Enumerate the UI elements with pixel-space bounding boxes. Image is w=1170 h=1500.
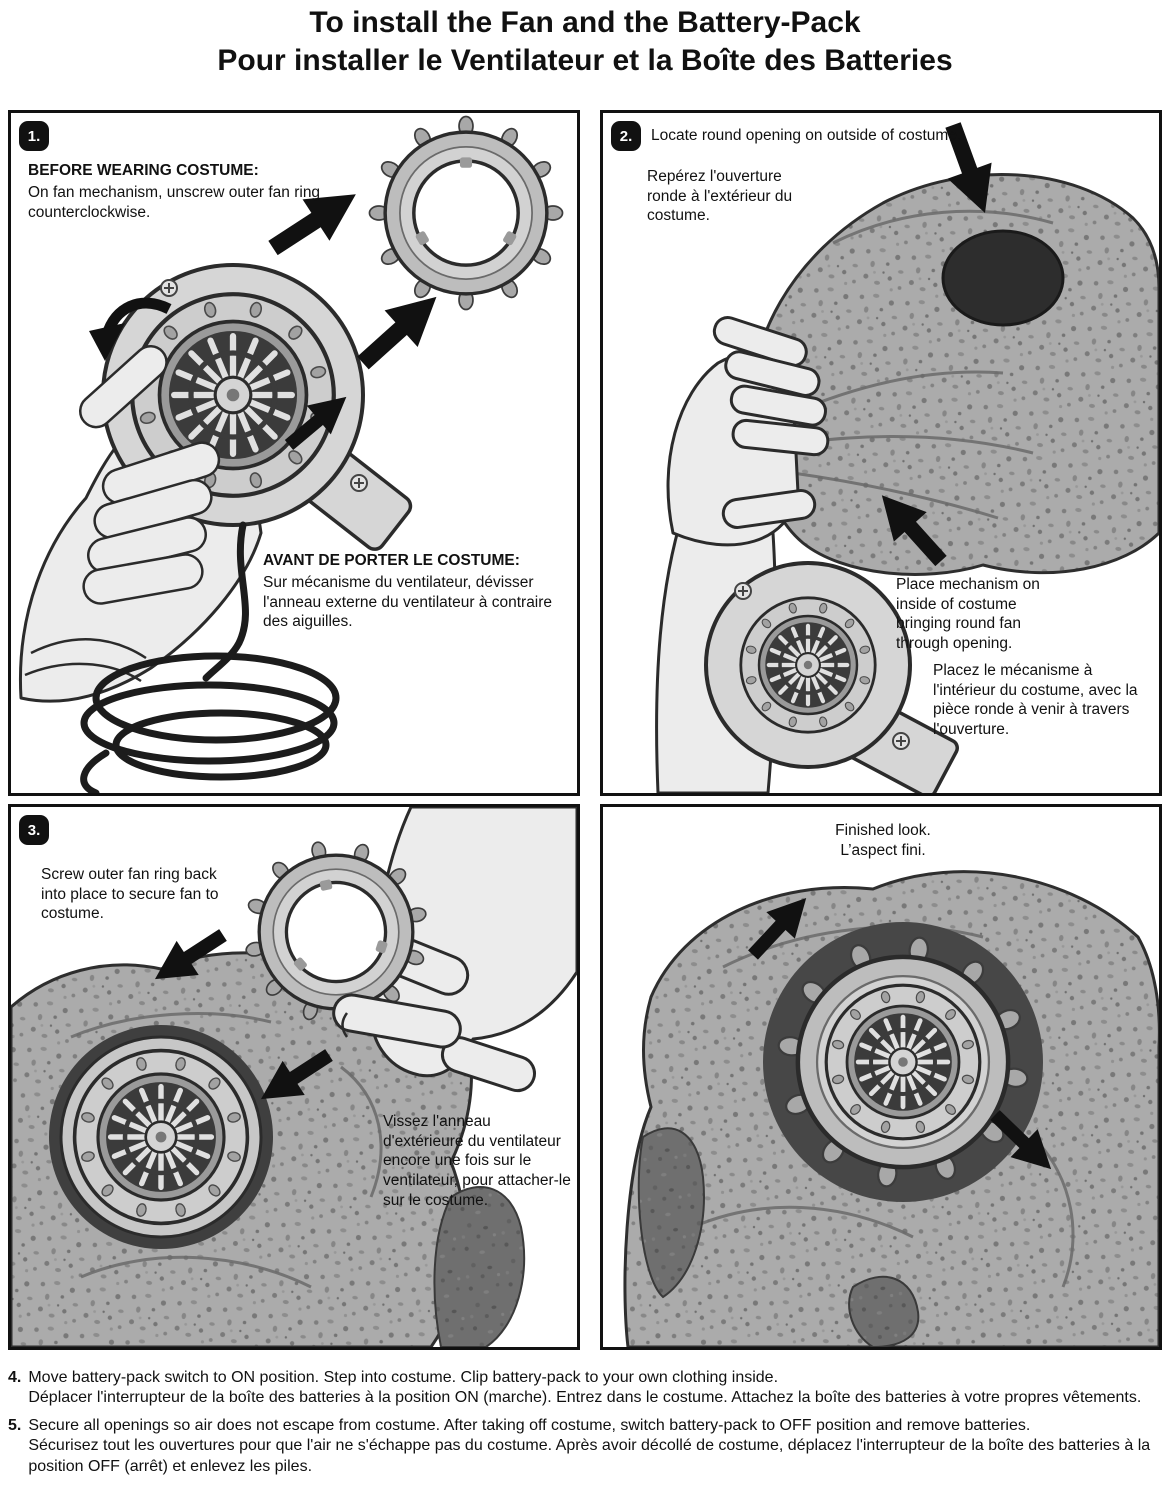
step-3-illustration (11, 807, 577, 1347)
costume-fabric-illustration (750, 173, 1159, 576)
panel4-caption-fr: L’aspect fini. (840, 841, 926, 859)
step-number-badge: 1. (19, 121, 49, 151)
fabric-dark-fold (637, 1127, 705, 1299)
panel1-body-en: On fan mechanism, unscrew outer fan ring… (28, 184, 321, 221)
arrow-icon (346, 278, 453, 382)
step-number-badge: 2. (611, 121, 641, 151)
step-1-panel: 1. BEFORE WEARING COSTUME: On fan mechan… (8, 110, 580, 796)
panel3-body-en: Screw outer fan ring back into place to … (41, 866, 219, 923)
panel4-caption: Finished look. L’aspect fini. (773, 821, 993, 860)
thumb-illustration (332, 993, 462, 1049)
screw-icon (160, 279, 178, 297)
panel2-body-en: Place mechanism on inside of costume bri… (896, 576, 1040, 653)
footer-instructions: 4. Move battery-pack switch to ON positi… (8, 1368, 1162, 1485)
screw-icon (350, 474, 368, 492)
step-4-number: 4. (8, 1369, 22, 1386)
step-1-illustration (18, 114, 565, 793)
finished-look-panel: Finished look. L’aspect fini. (600, 804, 1162, 1350)
finished-look-illustration (623, 870, 1159, 1347)
round-opening-hole (941, 229, 1065, 327)
step-number-badge: 3. (19, 815, 49, 845)
footer-step-5: 5. Secure all openings so air does not e… (8, 1416, 1162, 1476)
fingers-illustration (78, 344, 221, 605)
panel1-heading-fr: AVANT DE PORTER LE COSTUME: (263, 552, 520, 569)
step-5-text-en: Secure all openings so air does not esca… (28, 1417, 1031, 1435)
step-5-number: 5. (8, 1417, 22, 1435)
page-title: To install the Fan and the Battery-Pack … (0, 4, 1170, 79)
panel2-caption-en: Locate round opening on outside of costu… (651, 127, 962, 144)
step-4-text-en: Move battery-pack switch to ON position.… (28, 1369, 779, 1386)
screw-icon (734, 582, 752, 600)
panel2-body-fr: Placez le mécanisme à l'intérieur du cos… (933, 662, 1138, 739)
page-title-en: To install the Fan and the Battery-Pack (309, 6, 861, 39)
screw-icon (892, 732, 910, 750)
fabric-dark-fold (848, 1275, 920, 1347)
step-4-text-fr: Déplacer l'interrupteur de la boîte des … (28, 1389, 1142, 1407)
page-title-fr: Pour installer le Ventilateur et la Boît… (217, 43, 953, 77)
installed-fan-with-ring-illustration (761, 920, 1044, 1203)
counterclockwise-arrow-icon (89, 297, 172, 361)
fan-mechanism-illustration (704, 561, 959, 793)
fan-ring-illustration (367, 114, 565, 312)
panel1-body-fr: Sur mécanisme du ventilateur, dévisser l… (263, 574, 553, 631)
installed-fan-illustration (49, 1025, 273, 1249)
step-2-panel: 2. Locate round opening on outside of co… (600, 110, 1162, 796)
panel4-caption-en: Finished look. (835, 822, 931, 839)
fabric-dark-fold (433, 1186, 525, 1347)
step-2-illustration (655, 116, 1159, 793)
power-cord-illustration (80, 521, 340, 793)
panel3-body-fr: Vissez l'anneau d'extérieure du ventilat… (383, 1113, 571, 1209)
panel1-heading-en: BEFORE WEARING COSTUME: (28, 162, 259, 179)
footer-step-4: 4. Move battery-pack switch to ON positi… (8, 1368, 1162, 1408)
step-5-text-fr: Sécurisez tout les ouvertures pour que l… (28, 1437, 1151, 1475)
panel2-caption-fr: Repérez l'ouverture ronde à l'extérieur … (647, 168, 793, 225)
step-3-panel: 3. Screw outer fan ring back into place … (8, 804, 580, 1350)
